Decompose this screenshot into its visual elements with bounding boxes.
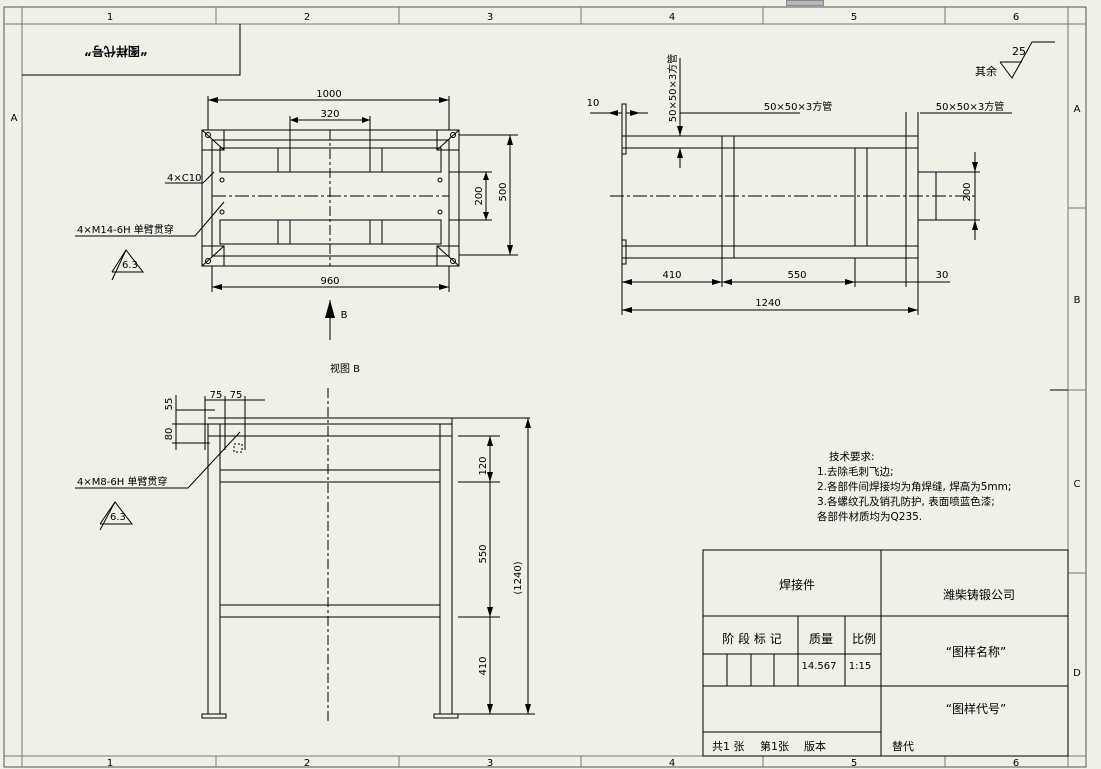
dim-410-side: 410 [662, 270, 681, 281]
dim-75-a: 75 [210, 390, 223, 401]
dim-1240-side: 1240 [755, 298, 780, 309]
tube-note-left: 50×50×3方管 [764, 100, 833, 113]
sheet-number: 第1张 [760, 740, 789, 753]
company-name: 潍柴铸锻公司 [942, 588, 1016, 602]
zone-top-4: 4 [669, 12, 675, 23]
version-label: 版本 [804, 740, 826, 753]
dim-1000: 1000 [316, 89, 341, 100]
zone-bottom-5: 5 [851, 758, 857, 769]
drawing-name: “图样名称” [945, 645, 1007, 659]
dim-500: 500 [498, 182, 509, 201]
finish-note-b: 6.3 [122, 260, 138, 271]
tech-req-line-3: 3.各螺纹孔及销孔防护, 表面喷蓝色漆; [817, 496, 995, 508]
finish-note-front: 6.3 [110, 512, 126, 523]
tech-req-title: 技术要求: [829, 451, 875, 463]
zone-right-d: D [1073, 668, 1081, 679]
dim-960: 960 [320, 276, 339, 287]
dim-320: 320 [320, 109, 339, 120]
zone-bottom-3: 3 [487, 758, 493, 769]
stage-label: 阶 段 标 记 [722, 632, 782, 646]
zone-top-2: 2 [304, 12, 310, 23]
zone-bottom-6: 6 [1013, 758, 1019, 769]
zone-top-5: 5 [851, 12, 857, 23]
dim-550-front: 550 [478, 544, 489, 563]
dim-550-side: 550 [787, 270, 806, 281]
view-b-arrow-label: B [341, 310, 348, 321]
tech-req-line-2: 2.各部件间焊接均为角焊缝, 焊高为5mm; [817, 481, 1012, 493]
thread-note-m8: 4×M8-6H 单臂贯穿 [77, 475, 167, 488]
dim-55: 55 [164, 398, 175, 411]
part-name: 焊接件 [778, 578, 816, 592]
zone-top-6: 6 [1013, 12, 1019, 23]
zone-bottom-4: 4 [669, 758, 675, 769]
tube-vertical-note: 50×50×3方管 [666, 54, 679, 123]
dim-200-side: 200 [962, 182, 973, 201]
dim-200-b: 200 [474, 186, 485, 205]
scroll-handle[interactable] [786, 0, 824, 6]
zone-right-c: C [1074, 479, 1081, 490]
mirrored-drawing-code: “图样代号” [84, 44, 148, 58]
zone-right-a: A [1074, 104, 1081, 115]
dim-75-b: 75 [230, 390, 243, 401]
dim-410-front: 410 [478, 656, 489, 675]
dim-30: 30 [936, 270, 949, 281]
zone-left-a: A [11, 113, 18, 124]
view-b-caption: 视图 B [330, 362, 360, 375]
replace-label: 替代 [892, 740, 914, 753]
dim-1240-front: (1240) [513, 561, 524, 594]
roughness-value: 25 [1012, 45, 1026, 58]
dim-10: 10 [587, 98, 600, 109]
zone-top-3: 3 [487, 12, 493, 23]
dim-120: 120 [478, 456, 489, 475]
scale-label: 比例 [851, 632, 877, 646]
tech-req-line-4: 各部件材质均为Q235. [817, 511, 923, 523]
mass-value: 14.567 [801, 661, 837, 672]
mass-label: 质量 [808, 632, 834, 646]
zone-right-b: B [1074, 295, 1081, 306]
tech-req-line-1: 1.去除毛刺飞边; [817, 466, 894, 478]
roughness-prefix: 其余 [975, 64, 997, 78]
drawing-code: “图样代号” [945, 702, 1007, 716]
technical-requirements: 技术要求: 1.去除毛刺飞边; 2.各部件间焊接均为角焊缝, 焊高为5mm; 3… [817, 450, 1011, 525]
zone-bottom-1: 1 [107, 758, 113, 769]
zone-bottom-2: 2 [304, 758, 310, 769]
zone-top-1: 1 [107, 12, 113, 23]
tube-note-right: 50×50×3方管 [936, 100, 1005, 113]
chamfer-note: 4×C10 [167, 173, 201, 184]
dim-80: 80 [164, 428, 175, 441]
sheets-total: 共1 张 [712, 740, 745, 753]
thread-note-m14: 4×M14-6H 单臂贯穿 [77, 223, 174, 236]
scale-value: 1:15 [848, 661, 872, 672]
